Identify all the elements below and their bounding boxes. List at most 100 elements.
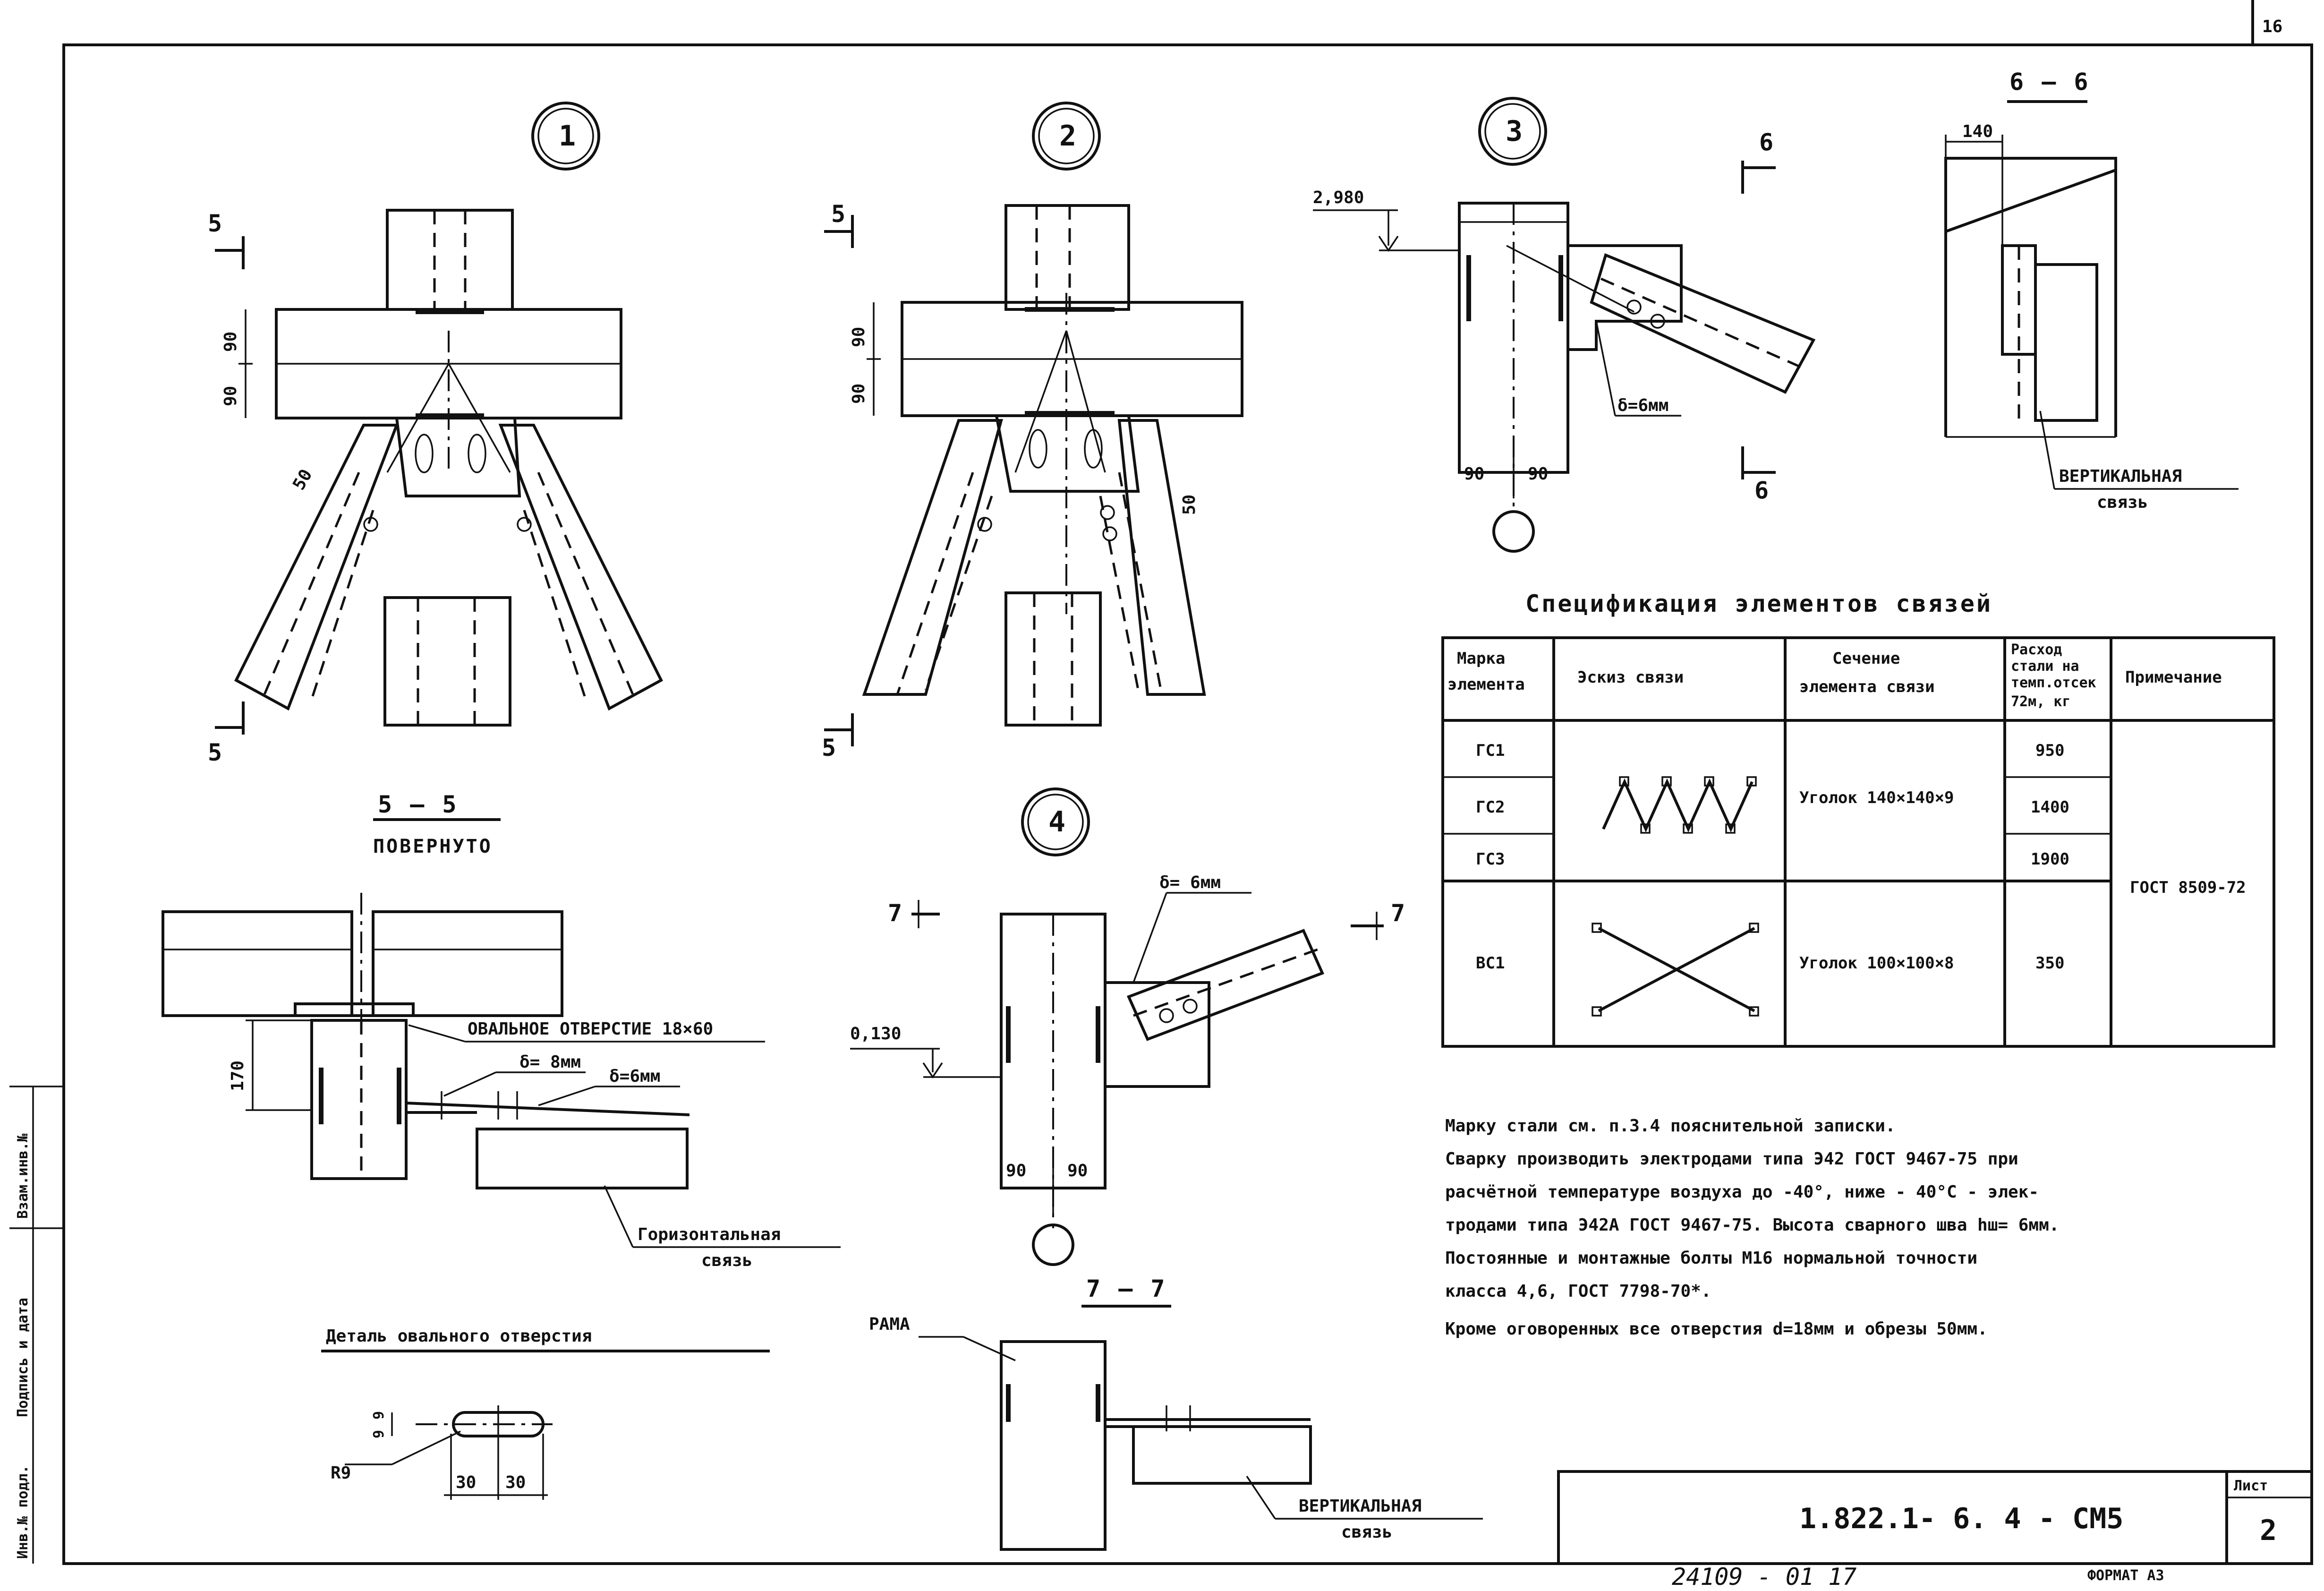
node-2-view: 2 90 90 50 5 5 (822, 102, 1243, 761)
side-label-orig: Инв.№ подл. (15, 1465, 31, 1559)
note-line-5: Постоянные и монтажные болты М16 нормаль… (1445, 1249, 1977, 1268)
sheet-label: Лист (2234, 1478, 2268, 1494)
section-6-6: 6 – 6 140 ВЕРТИКАЛЬНАЯ связь (1944, 68, 2239, 512)
spec-header-note: Примечание (2125, 668, 2222, 687)
node-3-view: 3 90 90 2,980 δ=6мм 6 6 (1313, 97, 1816, 553)
oval-detail-dim-30-b: 30 (505, 1473, 526, 1492)
inventory-number: 24109 - 01 17 (1672, 1563, 1856, 1591)
node-1-section-5-top: 5 (208, 210, 224, 237)
spec-header-cons-3: темп.отсек (2011, 675, 2096, 691)
spec-row-1-mark: ГС1 (1476, 741, 1505, 760)
section-5-5: 5 – 5 ПОВЕРНУТО 170 ОВАЛЬНОЕ ОТВЕРСТИЕ 1… (162, 791, 841, 1270)
node-3-section-6-bottom: 6 (1754, 477, 1771, 504)
node-3-dim-90-b: 90 (1528, 464, 1548, 484)
spec-header-cons-4: 72м, кг (2011, 693, 2070, 710)
node-4-section-7-right: 7 (1391, 899, 1407, 927)
spec-header-cons-1: Расход (2011, 642, 2062, 658)
oval-detail-dim-9-b: 9 (371, 1430, 387, 1438)
note-line-1: Марку стали см. п.3.4 пояснительной запи… (1445, 1116, 1896, 1136)
spec-row-2-mark: ГС2 (1476, 798, 1505, 817)
section-6-6-label-1: ВЕРТИКАЛЬНАЯ (2059, 467, 2182, 486)
node-4-dim-90-a: 90 (1006, 1161, 1026, 1180)
spec-note-value: ГОСТ 8509-72 (2130, 878, 2246, 897)
node-3-delta: δ=6мм (1617, 396, 1669, 415)
spec-header-section-1: Сечение (1832, 649, 1900, 668)
section-7-7-frame: РАМА (869, 1315, 910, 1334)
top-sheet-number: 16 (2262, 17, 2282, 36)
section-5-5-oval-hole: ОВАЛЬНОЕ ОТВЕРСТИЕ 18×60 (468, 1019, 713, 1039)
node-2-section-5-top: 5 (831, 200, 847, 228)
section-5-5-title: 5 – 5 (378, 791, 459, 818)
section-7-7-label-1: ВЕРТИКАЛЬНАЯ (1299, 1497, 1422, 1516)
side-label-inv: Взам.инв.№ (15, 1133, 31, 1219)
section-5-5-delta-6: δ=6мм (609, 1067, 660, 1086)
spec-row-4-mass: 350 (2035, 954, 2064, 973)
node-4-dim-90-b: 90 (1067, 1161, 1088, 1180)
section-5-5-delta-8: δ= 8мм (519, 1052, 581, 1072)
oval-detail-radius: R9 (331, 1463, 351, 1483)
sketch-zigzag (1602, 776, 1757, 834)
node-4-elevation: 0,130 (850, 1024, 901, 1044)
node-3-elevation: 2,980 (1313, 188, 1364, 207)
section-6-6-title: 6 – 6 (2009, 68, 2090, 95)
spec-header-sketch: Эскиз связи (1577, 668, 1684, 687)
oval-hole-detail: Деталь овального отверстия 30 30 9 9 R9 (321, 1326, 770, 1500)
general-notes: Марку стали см. п.3.4 пояснительной запи… (1445, 1116, 2059, 1339)
side-label-sign: Подпись и дата (15, 1298, 31, 1417)
oval-detail-title: Деталь овального отверстия (326, 1326, 592, 1346)
node-4-view: 4 90 90 0,130 δ= 6мм 7 7 (850, 787, 1407, 1266)
title-block: 1.822.1- 6. 4 - СМ5 Лист 2 ФОРМАТ А3 241… (1557, 1470, 2313, 1591)
node-1-label: 1 (559, 120, 576, 153)
spec-row-1-mass: 950 (2035, 741, 2064, 760)
sketch-cross (1592, 923, 1759, 1017)
node-2-dim-90-a: 90 (849, 327, 868, 347)
note-line-6: класса 4,6, ГОСТ 7798-70*. (1445, 1282, 1711, 1301)
note-line-2: Сварку производить электродами типа Э42 … (1445, 1149, 2018, 1169)
node-2-dim-50: 50 (1180, 495, 1199, 515)
node-1-section-5-bottom: 5 (208, 739, 224, 766)
note-line-3: расчётной температуре воздуха до -40°, н… (1445, 1182, 2039, 1202)
section-5-5-dim-170: 170 (228, 1061, 247, 1091)
spec-header-cons-2: стали на (2011, 658, 2079, 675)
spec-header-mark-1: Марка (1457, 649, 1505, 668)
sheet-number: 2 (2260, 1514, 2277, 1547)
section-6-6-dim-140: 140 (1962, 122, 1993, 141)
format-label: ФОРМАТ А3 (2087, 1567, 2164, 1584)
doc-code: 1.822.1- 6. 4 - СМ5 (1799, 1502, 2123, 1535)
node-3-label: 3 (1506, 115, 1523, 148)
spec-table: Спецификация элементов связей Марка элем… (1441, 590, 2275, 1048)
section-6-6-label-2: связь (2097, 493, 2148, 512)
oval-detail-dim-30-a: 30 (456, 1473, 476, 1492)
spec-row-2-mass: 1400 (2031, 798, 2069, 817)
node-1-dim-50: 50 (289, 466, 316, 493)
node-4-section-7-left: 7 (888, 899, 904, 927)
node-3-dim-90-a: 90 (1464, 464, 1484, 484)
node-3-section-6-top: 6 (1759, 128, 1775, 156)
spec-header-mark-2: элемента (1447, 675, 1525, 694)
section-7-7-label-2: связь (1341, 1523, 1392, 1542)
side-strip: Взам.инв.№ Подпись и дата Инв.№ подл. (9, 1086, 64, 1564)
spec-title: Спецификация элементов связей (1525, 590, 1992, 617)
spec-header-section-2: элемента связи (1799, 677, 1935, 696)
node-4-delta: δ= 6мм (1159, 873, 1221, 892)
note-line-7: Кроме оговоренных все отверстия d=18мм и… (1445, 1319, 1988, 1339)
node-2-dim-90-b: 90 (849, 384, 868, 404)
section-7-7-title: 7 – 7 (1086, 1275, 1167, 1302)
note-line-4: тродами типа Э42А ГОСТ 9467-75. Высота с… (1445, 1215, 2059, 1235)
spec-section-gs: Уголок 140×140×9 (1799, 788, 1954, 807)
node-2-section-5-bottom: 5 (822, 734, 838, 761)
spec-row-4-mark: ВС1 (1476, 954, 1505, 973)
section-5-5-horiz-2: связь (701, 1251, 752, 1270)
spec-row-3-mark: ГС3 (1476, 850, 1505, 869)
node-2-label: 2 (1059, 120, 1076, 153)
section-5-5-horiz-1: Горизонтальная (638, 1225, 781, 1244)
section-5-5-rotated: ПОВЕРНУТО (373, 836, 493, 857)
section-7-7: 7 – 7 РАМА ВЕРТИКАЛЬНАЯ связь (869, 1275, 1483, 1551)
spec-section-vs: Уголок 100×100×8 (1799, 954, 1954, 973)
node-1-view: 1 90 90 50 (208, 102, 663, 766)
sheet-frame: 16 (62, 0, 2313, 1565)
oval-detail-dim-9-a: 9 (371, 1411, 387, 1420)
node-1-dim-90-b: 90 (221, 386, 240, 406)
node-4-label: 4 (1048, 805, 1065, 838)
